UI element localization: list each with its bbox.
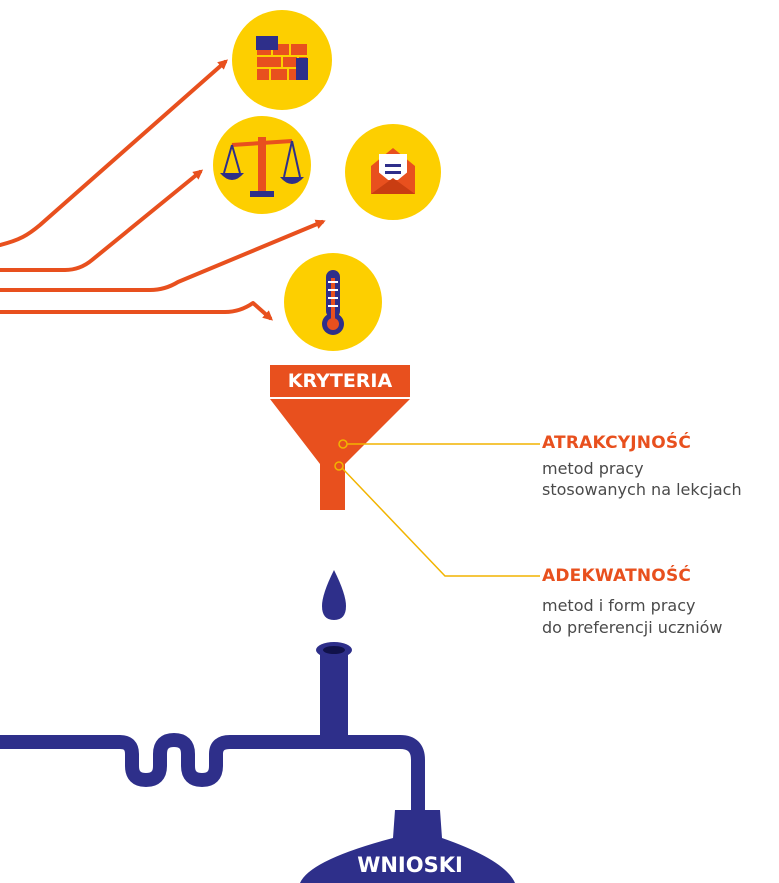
pipe-system bbox=[0, 733, 425, 817]
thermometer-icon bbox=[284, 253, 382, 351]
drop bbox=[322, 570, 346, 620]
output-dome bbox=[300, 810, 515, 883]
criteria-connectors bbox=[334, 439, 540, 577]
funnel-label: KRYTERIA bbox=[287, 370, 393, 392]
connector-adekwatnosc bbox=[341, 467, 540, 577]
input-arrows bbox=[0, 59, 326, 321]
funnel-header bbox=[270, 365, 410, 397]
arrow-to-envelope bbox=[0, 219, 326, 292]
criterion-1-line-2: stosowanych na lekcjach bbox=[542, 480, 742, 499]
scales-icon bbox=[213, 116, 311, 214]
arrow-to-brick-wall bbox=[0, 59, 229, 247]
criterion-2-line-2: do preferencji uczniów bbox=[542, 618, 723, 637]
funnel-body bbox=[270, 399, 410, 510]
arrow-to-scales bbox=[0, 169, 204, 272]
pipe-vertical bbox=[320, 650, 348, 744]
criterion-2-line-1: metod i form pracy bbox=[542, 596, 696, 615]
criterion-1-line-1: metod pracy bbox=[542, 459, 644, 478]
arrow-to-thermometer bbox=[0, 301, 273, 321]
output-label: WNIOSKI bbox=[357, 853, 463, 877]
pipe-opening-inner bbox=[323, 646, 345, 654]
criterion-2-title: ADEKWATNOŚĆ bbox=[542, 566, 692, 586]
brick-wall-icon bbox=[232, 10, 332, 110]
criterion-1-title: ATRAKCYJNOŚĆ bbox=[542, 433, 692, 453]
envelope-icon bbox=[345, 124, 441, 220]
funnel bbox=[270, 365, 410, 510]
